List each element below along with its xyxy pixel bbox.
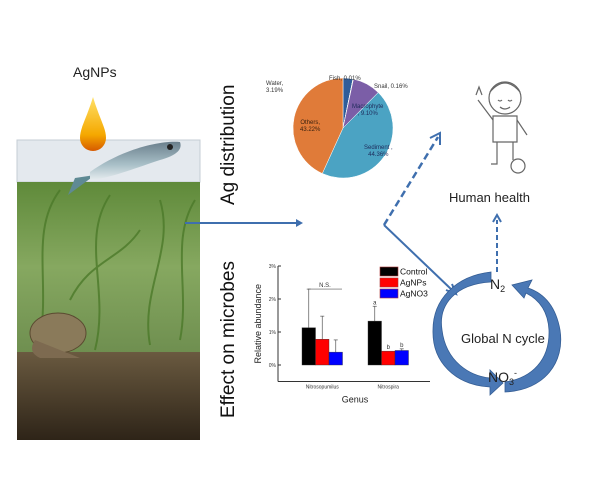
aquatic-plants xyxy=(39,189,196,351)
x-tick-label: Nitrospira xyxy=(378,385,400,391)
legend-swatch-control xyxy=(379,266,399,277)
ag-distribution-pie-chart xyxy=(292,77,394,179)
bar-agnps-nitrosopumilus xyxy=(315,339,330,366)
no3-superscript: - xyxy=(514,368,518,378)
legend-label-agno3: AgNO3 xyxy=(400,289,428,299)
significance-letter: b xyxy=(387,345,391,351)
pie-label-snail: Snail, 0.16% xyxy=(374,84,408,90)
pie-label-fish: Fish, 0.01% xyxy=(329,76,361,82)
legend-label-control: Control xyxy=(400,267,428,277)
child-cartoon-icon xyxy=(475,81,528,174)
microbe-bar-chart: 0% 1% 2% 3% Relative abundanceGenusNitrosopu… xyxy=(253,264,430,405)
legend-swatch-agnps xyxy=(379,277,399,288)
bar-control-nitrosopumilus xyxy=(301,327,316,366)
y-tick-label: 3% xyxy=(269,264,277,270)
legend-label-agnps: AgNPs xyxy=(400,278,426,288)
fish-icon xyxy=(68,141,181,195)
human-health-label: Human health xyxy=(449,190,530,205)
bar-agnps-nitrospira xyxy=(381,350,396,366)
global-n-cycle-label: Global N cycle xyxy=(461,331,545,346)
n-cycle-arrows xyxy=(432,271,562,396)
bar-control-nitrospira xyxy=(367,320,382,366)
pie-slice-others xyxy=(292,77,344,174)
x-tick-label: Nitrosopumilus xyxy=(306,385,340,391)
ns-annotation: N.S. xyxy=(319,283,331,289)
pie-slice-sediment xyxy=(321,92,394,179)
pie-label-macrophyte: Macrophyte , 9.10% xyxy=(352,104,384,117)
no3-label: NO3- xyxy=(488,368,517,387)
y-tick-label: 2% xyxy=(269,297,277,303)
arrow-to-n-cycle xyxy=(383,224,453,291)
no3-subscript: 3 xyxy=(509,377,515,387)
x-axis-label: Genus xyxy=(342,395,369,405)
agnps-label: AgNPs xyxy=(73,64,117,80)
bar-agno3-nitrospira xyxy=(394,350,409,366)
n2-subscript: 2 xyxy=(500,284,506,294)
significance-letter: a xyxy=(373,300,377,306)
agnps-drop-icon xyxy=(80,97,106,151)
legend-swatch-agno3 xyxy=(379,288,399,299)
y-axis-label: Relative abundance xyxy=(253,284,263,364)
y-tick-label: 1% xyxy=(269,330,277,336)
bar-agno3-nitrosopumilus xyxy=(328,351,343,366)
arrow-to-human-dashed xyxy=(382,136,440,226)
no3-text: NO xyxy=(488,369,509,385)
n2-label: N2 xyxy=(490,276,505,294)
n2-text: N xyxy=(490,276,501,292)
pie-label-water: Water, 3.19% xyxy=(266,81,284,94)
y-tick-label: 0% xyxy=(269,363,277,369)
tank-sediment xyxy=(17,352,200,440)
pie-label-sediment: Sediment , 44.36% xyxy=(364,145,393,158)
significance-letter: b xyxy=(400,343,404,349)
pie-label-others: Others, 43.22% xyxy=(300,120,321,133)
